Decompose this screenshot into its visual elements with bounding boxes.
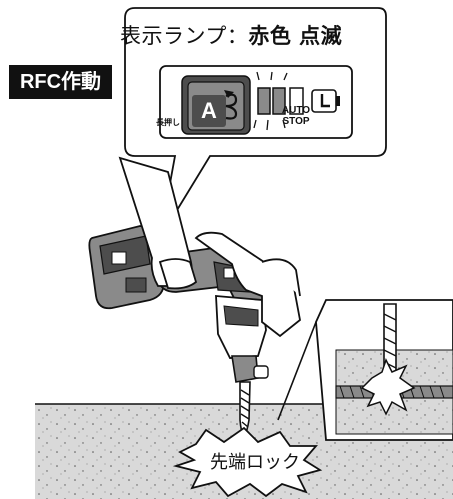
indicator-panel [159, 65, 353, 139]
auto-stop-line1: AUTO [281, 105, 311, 116]
lamp-status-emphasis: 赤色 点滅 [248, 24, 343, 48]
hands [118, 156, 301, 338]
rotation-arrow-icon [224, 90, 238, 120]
mode-letter: A [201, 98, 217, 123]
auto-stop-label: AUTO STOP [276, 105, 316, 127]
lamp-status-title: 表示ランプ：赤色 点滅 [120, 22, 370, 50]
auto-stop-line2: STOP [282, 116, 310, 127]
lamp-status-prefix: 表示ランプ： [120, 24, 249, 48]
lock-burst [172, 426, 323, 498]
hold-label: 長押し [156, 118, 180, 127]
battery-icon [311, 89, 340, 113]
battery-pack [88, 225, 165, 310]
bit-lock-label: 先端ロック [210, 452, 300, 473]
rfc-badge: RFC作動 [9, 65, 112, 99]
zoom-callout [277, 299, 453, 441]
